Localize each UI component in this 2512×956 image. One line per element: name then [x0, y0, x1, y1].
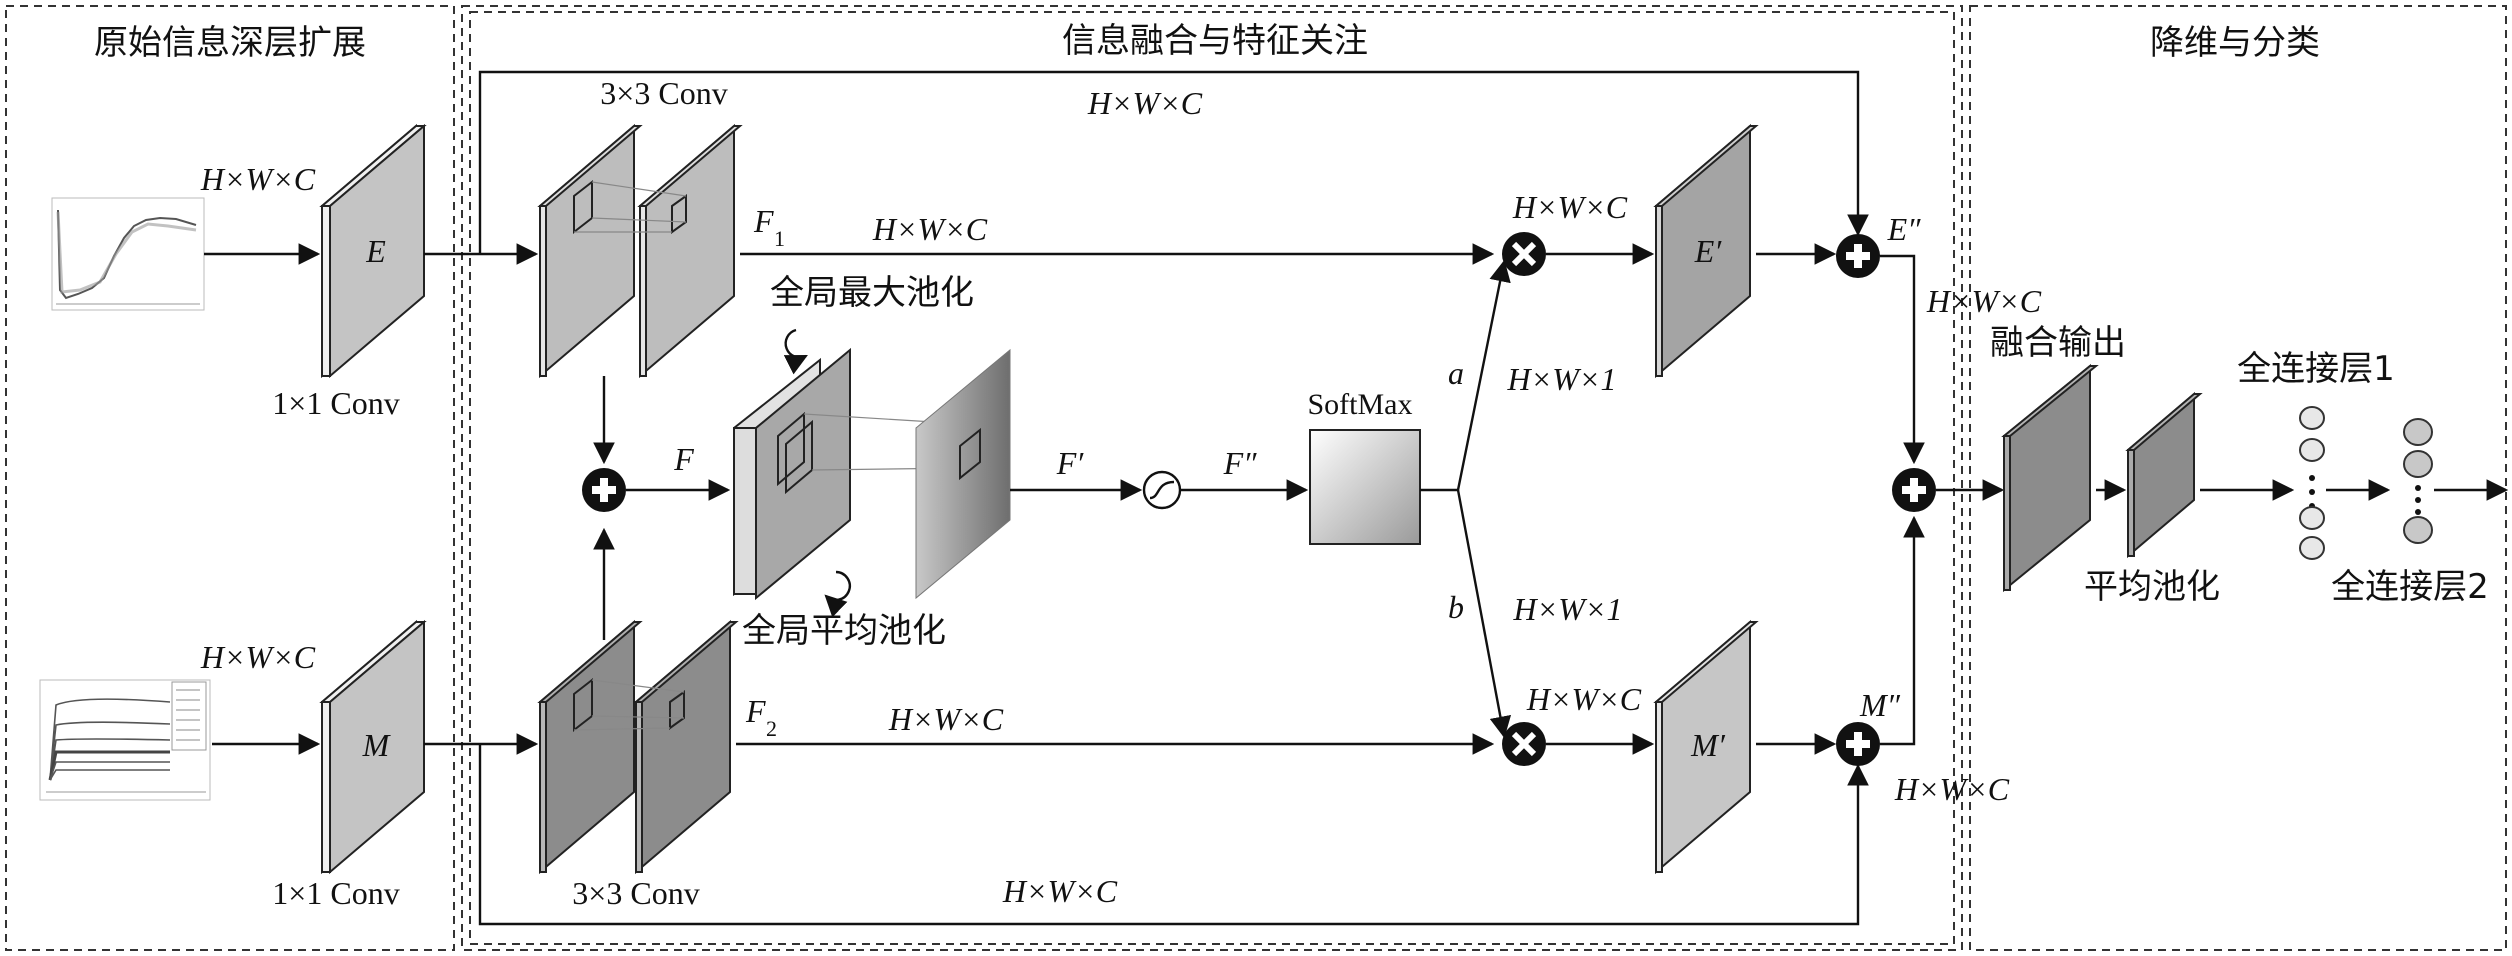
line-E-bypass-top [478, 70, 1869, 254]
label-hwc-Edoubleprime: H×W×C [1926, 283, 2042, 319]
label-a: a [1448, 355, 1464, 391]
label-conv3x3-top: 3×3 Conv [600, 75, 727, 111]
label-global-avg-pool: 全局平均池化 [742, 611, 946, 651]
input-spectrum-thumbnail [51, 197, 205, 311]
label-conv3x3-bottom: 3×3 Conv [572, 875, 699, 911]
conv3x3-top-pair [537, 123, 743, 379]
label-F2-subscript: 2 [766, 716, 777, 741]
label-hw1-a: H×W×1 [1507, 361, 1617, 397]
section-title-middle: 信息融合与特征关注 [1062, 21, 1368, 61]
line-Edoubleprime-to-sum [1880, 254, 1925, 465]
rotate-arrow-bottom [824, 570, 851, 618]
label-hwc-M-input: H×W×C [200, 639, 316, 675]
section-frames [5, 5, 2507, 951]
section-title-right: 降维与分类 [2150, 23, 2320, 63]
label-softmax: SoftMax [1308, 388, 1413, 421]
pooling-block [733, 347, 967, 601]
label-fusion-output: 融合输出 [1990, 323, 2126, 363]
circled-times-icon [1502, 722, 1546, 766]
label-Eprime: E′ [1694, 233, 1723, 269]
circled-plus-icon [1836, 722, 1880, 766]
label-F: F [673, 441, 694, 477]
fc-layer-1 [2299, 406, 2325, 560]
label-F1-subscript: 1 [774, 226, 785, 251]
label-hwc-E-input: H×W×C [200, 161, 316, 197]
line-M-bypass-bottom [478, 744, 1869, 926]
label-conv1x1-top: 1×1 Conv [272, 385, 399, 421]
label-b: b [1448, 589, 1464, 625]
label-Edoubleprime: E″ [1887, 211, 1922, 247]
label-avg-pool: 平均池化 [2084, 567, 2220, 607]
slab-M [319, 619, 427, 875]
pooled-feature-slab [915, 348, 1011, 600]
sigmoid-icon [1142, 470, 1182, 510]
softmax-box [1309, 429, 1421, 545]
label-F1: F [753, 203, 774, 239]
label-Mprime: M′ [1690, 727, 1726, 763]
label-hwc-mult-bottom: H×W×C [1526, 681, 1642, 717]
label-Fdoubleprime: F″ [1223, 445, 1258, 481]
label-hwc-F1: H×W×C [872, 211, 988, 247]
label-hwc-bypass-bottom: H×W×C [1002, 873, 1118, 909]
input-curves-thumbnail [39, 679, 211, 801]
slab-avg-pool [2125, 391, 2203, 559]
label-Fprime: F′ [1056, 445, 1085, 481]
circled-plus-icon [1892, 468, 1936, 512]
slab-Mprime [1653, 619, 1759, 875]
circled-times-icon [1502, 232, 1546, 276]
rotate-arrow-top [783, 328, 808, 375]
slab-E [319, 123, 427, 379]
label-Mdoubleprime: M″ [1859, 687, 1901, 723]
label-hwc-Mdoubleprime: H×W×C [1894, 771, 2010, 807]
conv3x3-bottom-pair [537, 619, 739, 875]
branch-b [1456, 489, 1512, 739]
slab-Eprime [1653, 123, 1759, 379]
label-hw1-b: H×W×1 [1513, 591, 1623, 627]
label-hwc-mult-top: H×W×C [1512, 189, 1628, 225]
fc-layer-2 [2403, 418, 2433, 544]
label-fc1: 全连接层1 [2237, 349, 2395, 389]
label-fc2: 全连接层2 [2331, 567, 2489, 607]
label-conv1x1-bottom: 1×1 Conv [272, 875, 399, 911]
line-Mdoubleprime-to-sum [1880, 515, 1925, 746]
label-hwc-F2: H×W×C [888, 701, 1004, 737]
label-hwc-bypass-top: H×W×C [1087, 85, 1203, 121]
slab-fusion-output [2001, 363, 2099, 593]
label-M: M [362, 727, 392, 763]
section-title-left: 原始信息深层扩展 [94, 23, 366, 63]
label-F2: F [745, 693, 766, 729]
circled-plus-icon [1836, 234, 1880, 278]
label-global-max-pool: 全局最大池化 [770, 273, 974, 313]
label-E: E [365, 233, 386, 269]
circled-plus-icon [582, 468, 626, 512]
